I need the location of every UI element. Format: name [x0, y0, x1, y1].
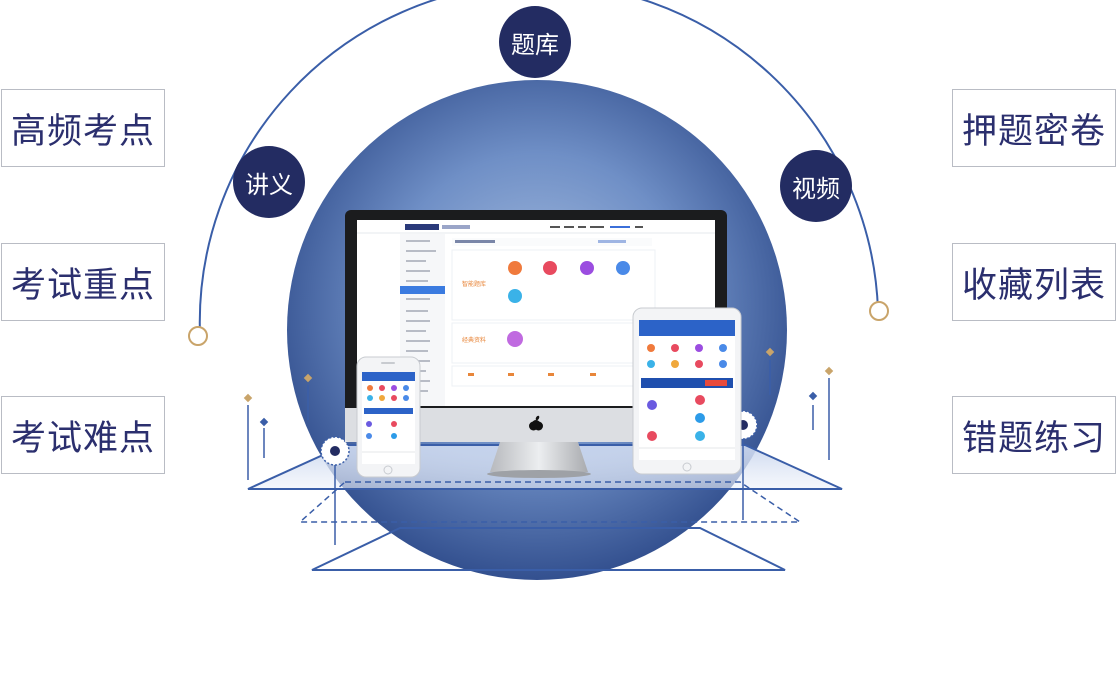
svg-text:经典资料: 经典资料	[462, 336, 486, 344]
lower-platform	[311, 527, 786, 571]
right-gold-node	[869, 301, 889, 321]
feature-favorites-list[interactable]: 收藏列表	[952, 243, 1116, 321]
feature-exam-difficult-points[interactable]: 考试难点	[1, 396, 165, 474]
left-gold-node	[188, 326, 208, 346]
feature-wrong-question-practice[interactable]: 错题练习	[952, 396, 1116, 474]
mobile-phone	[356, 356, 421, 478]
lecture-notes-badge[interactable]: 讲义	[233, 146, 305, 218]
tablet	[632, 307, 742, 475]
feature-predicted-exam-papers[interactable]: 押题密卷	[952, 89, 1116, 167]
video-badge[interactable]: 视频	[780, 150, 852, 222]
monitor-stand	[490, 442, 588, 472]
question-bank-badge[interactable]: 题库	[499, 6, 571, 78]
apple-logo-icon	[529, 415, 543, 431]
svg-text:智能题库: 智能题库	[462, 280, 486, 288]
feature-exam-key-points[interactable]: 考试重点	[1, 243, 165, 321]
middle-platform	[298, 481, 803, 523]
feature-high-frequency-points[interactable]: 高频考点	[1, 89, 165, 167]
